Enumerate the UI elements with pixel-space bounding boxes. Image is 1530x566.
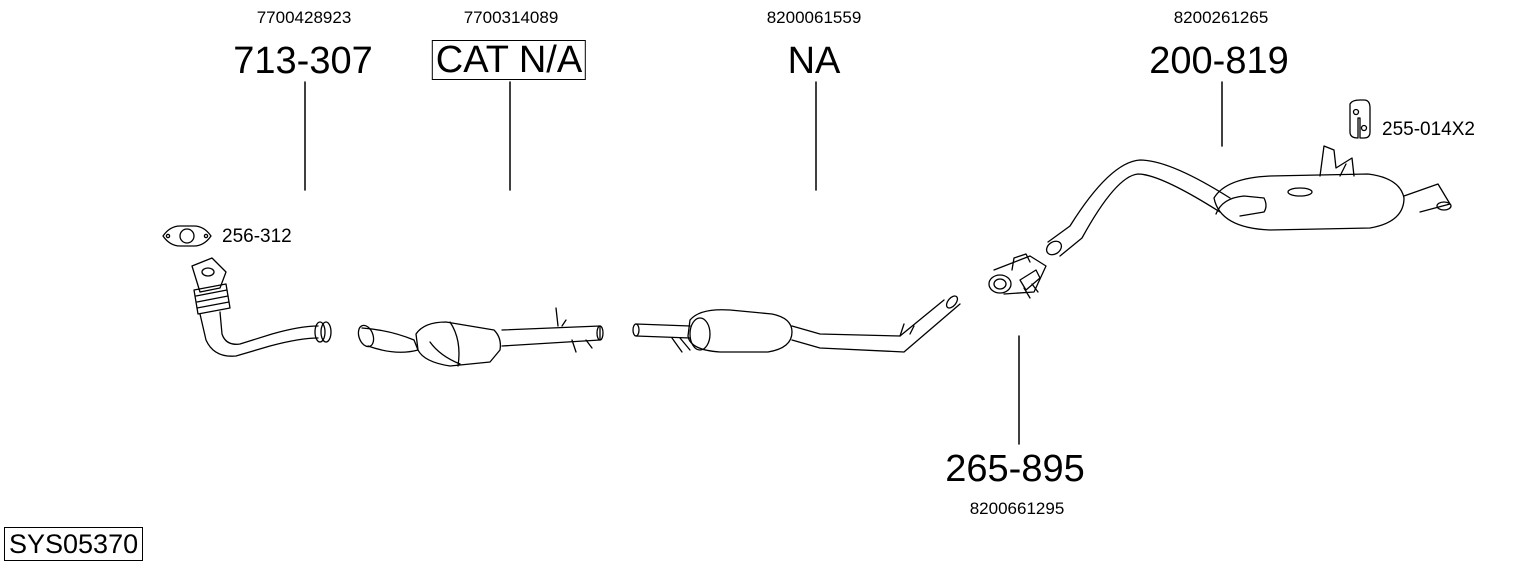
part-ref-rear-silencer[interactable]: 200-819 [1149,40,1289,82]
clamp-drawing [989,254,1046,298]
oem-number-catalyst: 7700314089 [463,8,559,27]
part-ref-middle-silencer[interactable]: NA [787,40,841,82]
gasket-label[interactable]: 256-312 [222,226,292,247]
part-ref-clamp[interactable]: 265-895 [945,448,1085,490]
oem-number-front-pipe: 7700428923 [256,8,352,27]
rubber-mount-label[interactable]: 255-014X2 [1382,119,1475,140]
system-code: SYS05370 [4,527,144,562]
oem-number-rear-silencer: 8200261265 [1173,8,1269,27]
front-pipe-drawing [192,258,331,356]
rear-silencer-drawing [1044,146,1451,258]
gasket-icon [163,226,211,246]
oem-number-middle-silencer: 8200061559 [766,8,862,27]
rubber-mount-icon [1350,100,1370,138]
oem-number-clamp: 8200661295 [969,499,1065,518]
catalyst-drawing [356,308,603,366]
part-ref-catalyst[interactable]: CAT N/A [431,40,587,80]
leader-lines [305,82,1222,444]
part-ref-front-pipe[interactable]: 713-307 [233,40,373,82]
middle-silencer-drawing [633,294,960,352]
